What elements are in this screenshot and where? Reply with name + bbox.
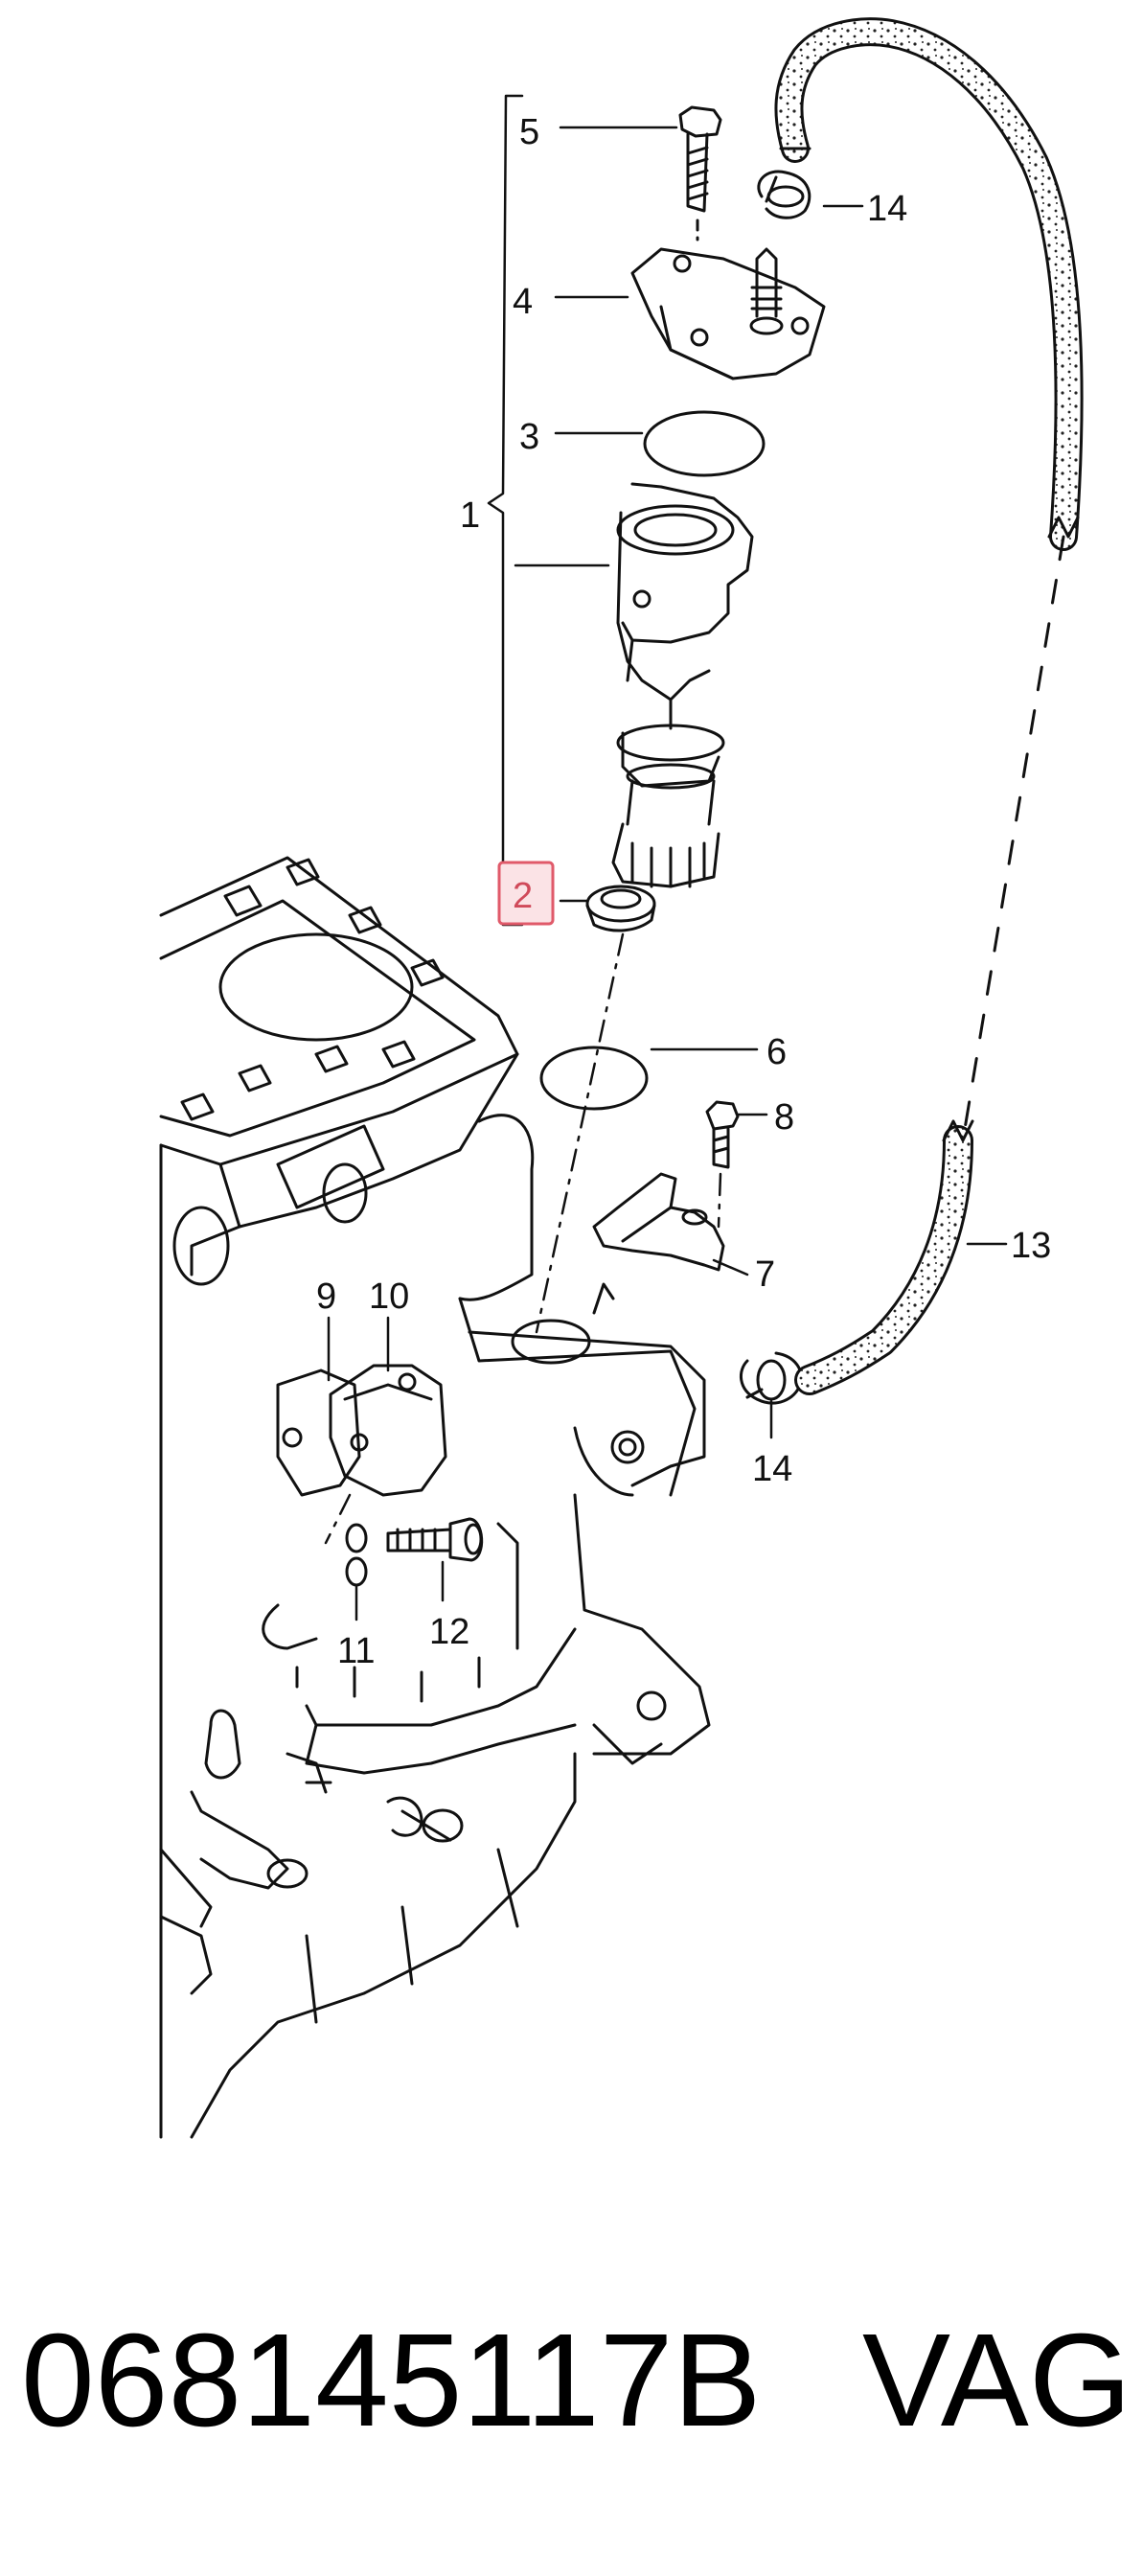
- leader-lines: [327, 126, 1008, 1622]
- callout-11: 11: [337, 1631, 375, 1671]
- callout-7: 7: [755, 1254, 775, 1295]
- brand-name: VAG: [862, 2307, 1132, 2454]
- callout-3: 3: [519, 417, 539, 457]
- o-ring-11: [345, 1523, 368, 1587]
- breather-hose-13: [774, 17, 1084, 1395]
- bolt-5: [678, 105, 722, 242]
- callout-10: 10: [369, 1276, 409, 1317]
- callout-9: 9: [316, 1276, 336, 1317]
- hose-clamp-bottom: [739, 1351, 803, 1405]
- part-number: 068145117B: [21, 2307, 762, 2454]
- oil-seal-2: [585, 885, 656, 932]
- group-bracket-1: [487, 94, 524, 927]
- callout-5: 5: [519, 112, 539, 152]
- callout-14-top: 14: [867, 189, 907, 229]
- o-ring-3: [643, 410, 766, 477]
- callout-6: 6: [766, 1032, 787, 1072]
- drive-housing: [611, 482, 754, 888]
- callout-8: 8: [774, 1097, 794, 1138]
- callout-12: 12: [429, 1612, 469, 1652]
- callout-14-bottom: 14: [752, 1449, 792, 1489]
- o-ring-6: [539, 1046, 649, 1111]
- callout-2-highlight: [497, 861, 555, 926]
- bolt-8: [705, 1100, 740, 1169]
- assembly-axis: [324, 932, 722, 1545]
- callout-4: 4: [513, 282, 533, 322]
- cover-10: [329, 1364, 447, 1497]
- callout-2: 2: [513, 876, 533, 916]
- cover-plate: [630, 247, 826, 380]
- hose-clamp-top: [757, 170, 812, 219]
- caption: 068145117B VAG: [0, 2305, 1143, 2496]
- engine-block: [159, 856, 711, 2139]
- gasket-9: [276, 1368, 361, 1497]
- callout-1: 1: [460, 495, 480, 536]
- bolt-12: [386, 1517, 484, 1562]
- callout-13: 13: [1011, 1226, 1051, 1266]
- bracket-7: [592, 1172, 725, 1272]
- callout-labels: 5 14 4 3 1 2 6 8 7 13 9 10 14 11 12: [316, 112, 1051, 1671]
